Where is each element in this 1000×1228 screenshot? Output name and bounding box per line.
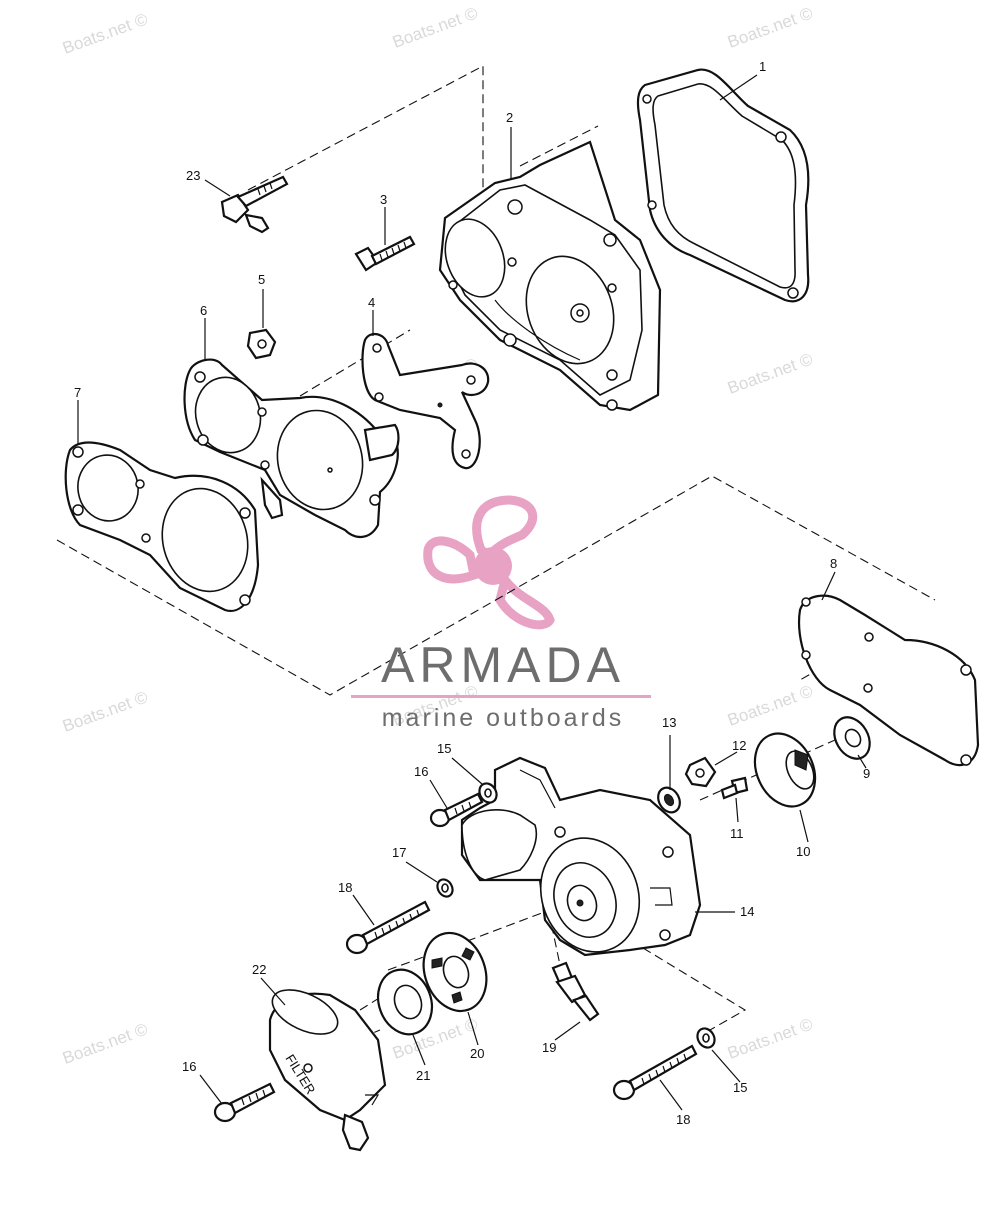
part-5-nut [246, 328, 277, 360]
callout-20: 20 [470, 1046, 484, 1061]
part-1-gasket [636, 68, 810, 303]
callout-10: 10 [796, 844, 810, 859]
callout-8: 8 [830, 556, 837, 571]
part-9-washer [833, 716, 871, 760]
part-16-screw-b [213, 1082, 276, 1123]
callout-19: 19 [542, 1040, 556, 1055]
callout-18a: 18 [338, 880, 352, 895]
callout-14: 14 [740, 904, 754, 919]
part-3-bolt [354, 235, 416, 272]
part-2-cover [438, 140, 662, 412]
callout-1: 1 [759, 59, 766, 74]
part-4-bracket [361, 332, 490, 470]
brand-logo-name: ARMADA [381, 637, 625, 693]
part-8-gasket [797, 594, 980, 767]
part-19-fitting [551, 961, 600, 1022]
callouts: 1 2 3 4 5 6 7 8 9 10 11 12 13 14 15 15 1… [74, 59, 870, 1127]
callout-21: 21 [416, 1068, 430, 1083]
part-23-fitting [220, 175, 289, 234]
part-21-seal [376, 968, 434, 1036]
part-13-seal [657, 786, 681, 814]
brand-logo-tagline: marine outboards [381, 704, 625, 732]
part-18-bolt-b [612, 1044, 698, 1101]
callout-7: 7 [74, 385, 81, 400]
part-12-valve [684, 756, 717, 788]
callout-leaders [77, 74, 867, 1111]
callout-16a: 16 [414, 764, 428, 779]
part-11-screw [720, 776, 749, 800]
callout-4: 4 [368, 295, 375, 310]
callout-23: 23 [186, 168, 200, 183]
callout-2: 2 [506, 110, 513, 125]
part-14-pump-body [460, 756, 702, 957]
propeller-logo-icon [423, 495, 555, 630]
callout-5: 5 [258, 272, 265, 287]
callout-17: 17 [392, 845, 406, 860]
brand-logo-rule [351, 695, 651, 698]
part-6-adapter [183, 358, 400, 538]
part-16-screw-a [429, 792, 484, 828]
callout-22: 22 [252, 962, 266, 977]
callout-9: 9 [863, 766, 870, 781]
callout-6: 6 [200, 303, 207, 318]
callout-18b: 18 [676, 1112, 690, 1127]
part-7-gasket [64, 441, 260, 613]
part-10-diaphragm [753, 732, 817, 808]
part-22-filter-cover: FILTER [268, 989, 387, 1152]
part-15-washer-b [696, 1027, 716, 1049]
callout-12: 12 [732, 738, 746, 753]
part-18-bolt-a [345, 900, 431, 955]
callout-13: 13 [662, 715, 676, 730]
callout-15b: 15 [733, 1080, 747, 1095]
callout-16b: 16 [182, 1059, 196, 1074]
callout-15a: 15 [437, 741, 451, 756]
part-20-plate [422, 931, 488, 1013]
callout-11: 11 [730, 826, 744, 841]
callout-3: 3 [380, 192, 387, 207]
part-17-lockwasher [436, 878, 454, 898]
part-15-washer-a [478, 782, 498, 804]
